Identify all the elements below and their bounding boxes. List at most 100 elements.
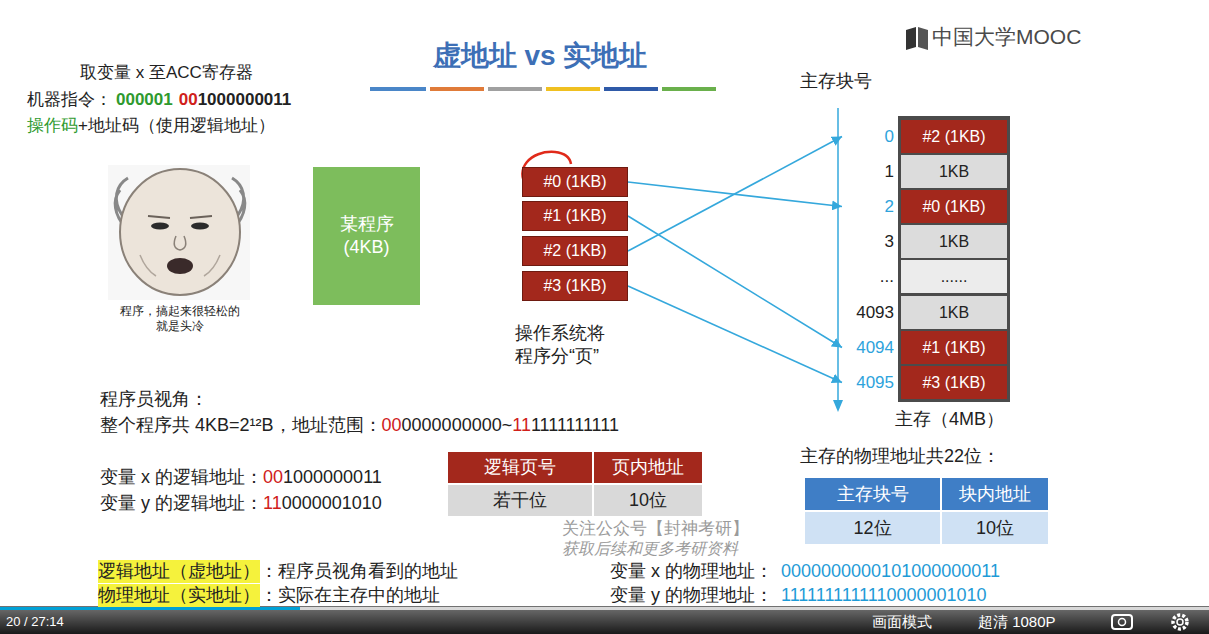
block-number: 2	[842, 197, 901, 217]
machine-code: 1000000011	[198, 89, 292, 110]
block-cell: #3 (1KB)	[901, 366, 1007, 399]
block-number: 1	[842, 162, 901, 182]
machine-code-line: 机器指令：000001001000000011	[27, 89, 291, 110]
logical-address-line: 变量 x 的逻辑地址：001000000011	[100, 466, 382, 489]
box-label: #0 (1KB)	[543, 173, 606, 191]
screenshot-icon	[1119, 619, 1126, 626]
mapping-arrow	[628, 216, 842, 348]
table-cell: 10位	[594, 485, 702, 516]
memory-caption: 主存（4MB）	[895, 408, 1004, 431]
progress-played	[0, 607, 300, 610]
definition: ：程序员视角看到的地址	[260, 560, 458, 583]
block-number: 3	[842, 232, 901, 252]
definition: ：实际在主存中的地址	[260, 584, 440, 607]
watermark: 获取后续和更多考研资料	[562, 539, 738, 559]
title-bar	[604, 87, 658, 91]
block-cell: 1KB	[901, 225, 1007, 258]
table-cell: 若干位	[448, 485, 592, 516]
memory-block: 31KB	[842, 225, 1007, 258]
address-range: 00	[382, 414, 402, 437]
logical-address: 0000001010	[282, 492, 382, 515]
logical-address: 1000000011	[283, 466, 382, 489]
page-box: #2 (1KB)	[522, 236, 628, 266]
memory-block: .........	[842, 260, 1007, 293]
meme-head	[120, 169, 240, 295]
address-range: 1111111111	[531, 414, 619, 437]
watermark: 关注公众号【封神考研】	[562, 518, 749, 539]
instruction-text-line: 取变量 x 至ACC寄存器	[80, 62, 253, 83]
watermark-line: 获取后续和更多考研资料	[562, 539, 738, 559]
logical-address: 00	[263, 466, 283, 489]
mapping-arrow	[628, 286, 842, 383]
code-format: +地址码（使用逻辑地址）	[78, 115, 275, 136]
block-cell: ......	[901, 260, 1007, 293]
meme-caption: 程序，搞起来很轻松的 就是头冷	[116, 304, 244, 334]
physical-address: 0000000000101000000011	[781, 560, 1000, 583]
block-cell: 1KB	[901, 155, 1007, 188]
table-cell: 10位	[942, 512, 1048, 544]
memory-block: 11KB	[842, 155, 1007, 188]
physical-address: 变量 y 的物理地址：	[610, 584, 773, 607]
physical-note-line: 主存的物理地址共22位：	[800, 445, 1000, 468]
title-bar	[488, 87, 542, 91]
table-row-line: 若干位10位	[448, 485, 702, 516]
paging-note: 操作系统将 程序分“页”	[515, 322, 615, 367]
table-row-line: 主存块号块内地址	[805, 478, 1048, 510]
title-bar	[546, 87, 600, 91]
title-bar	[430, 87, 484, 91]
physical-address: 1111111111110000001010	[781, 584, 987, 607]
player-mode-line: 画面模式	[872, 613, 932, 632]
instruction-text: 取变量 x 至ACC寄存器	[80, 62, 253, 83]
machine-code: 00	[179, 89, 198, 110]
settings-icon	[1173, 615, 1187, 629]
column-header: 主存块号	[800, 70, 872, 93]
logical-address: 变量 y 的逻辑地址：	[100, 492, 263, 515]
address-range: 整个程序共 4KB=2¹²B，地址范围：	[100, 414, 382, 437]
player-quality-line: 超清 1080P	[978, 613, 1056, 632]
definition-line: 逻辑地址（虚地址）：程序员视角看到的地址	[98, 560, 458, 583]
player-quality: 超清 1080P	[978, 613, 1056, 632]
code-format-line: 操作码+地址码（使用逻辑地址）	[27, 115, 275, 136]
meme-face	[108, 165, 250, 300]
title-bar	[662, 87, 716, 91]
screenshot-icon	[1112, 615, 1132, 629]
logical-address-line: 变量 y 的逻辑地址：110000001010	[100, 492, 382, 515]
table-cell: 块内地址	[942, 478, 1048, 510]
player-bar	[0, 606, 1209, 634]
block-number: 4095	[842, 373, 901, 393]
physical-address-line: 变量 y 的物理地址： 1111111111110000001010	[610, 584, 987, 607]
player-time-line: 20 / 27:14	[6, 614, 64, 630]
logo-text: 中国大学MOOC	[932, 24, 1081, 50]
column-header-line: 主存块号	[800, 70, 872, 93]
mapping-arrow	[628, 137, 842, 252]
physical-address: 变量 x 的物理地址：	[610, 560, 773, 583]
block-cell: #2 (1KB)	[901, 120, 1007, 153]
watermark-line: 关注公众号【封神考研】	[562, 518, 749, 539]
address-axis	[837, 108, 839, 402]
box-label: #1 (1KB)	[543, 207, 606, 225]
block-number: 0	[842, 127, 901, 147]
block-number: ...	[842, 267, 901, 287]
code-format: 操作码	[27, 115, 78, 136]
logo-text-line: 中国大学MOOC	[932, 24, 1081, 50]
definition-line: 物理地址（实地址）：实际在主存中的地址	[98, 584, 440, 607]
meme-eye	[191, 223, 209, 230]
memory-block: 4094#1 (1KB)	[842, 331, 1007, 364]
player-time: 20 / 27:14	[6, 614, 64, 630]
page-box: #0 (1KB)	[522, 167, 628, 197]
box-label: #3 (1KB)	[543, 277, 606, 295]
memory-block: 2#0 (1KB)	[842, 190, 1007, 223]
table-cell: 12位	[805, 512, 940, 544]
player-mode: 画面模式	[872, 613, 932, 632]
slide-title: 虚地址 vs 实地址	[380, 38, 700, 73]
address-range: 11	[512, 414, 531, 437]
box-label: #2 (1KB)	[543, 242, 606, 260]
view-heading: 程序员视角：	[100, 388, 208, 411]
progress-track	[0, 607, 1209, 610]
view-heading-line: 程序员视角：	[100, 388, 208, 411]
table-cell: 逻辑页号	[448, 452, 592, 483]
meme-nose	[174, 236, 186, 250]
memory-frame	[898, 116, 1010, 402]
block-cell: 1KB	[901, 296, 1007, 329]
table-cell: 页内地址	[594, 452, 702, 483]
